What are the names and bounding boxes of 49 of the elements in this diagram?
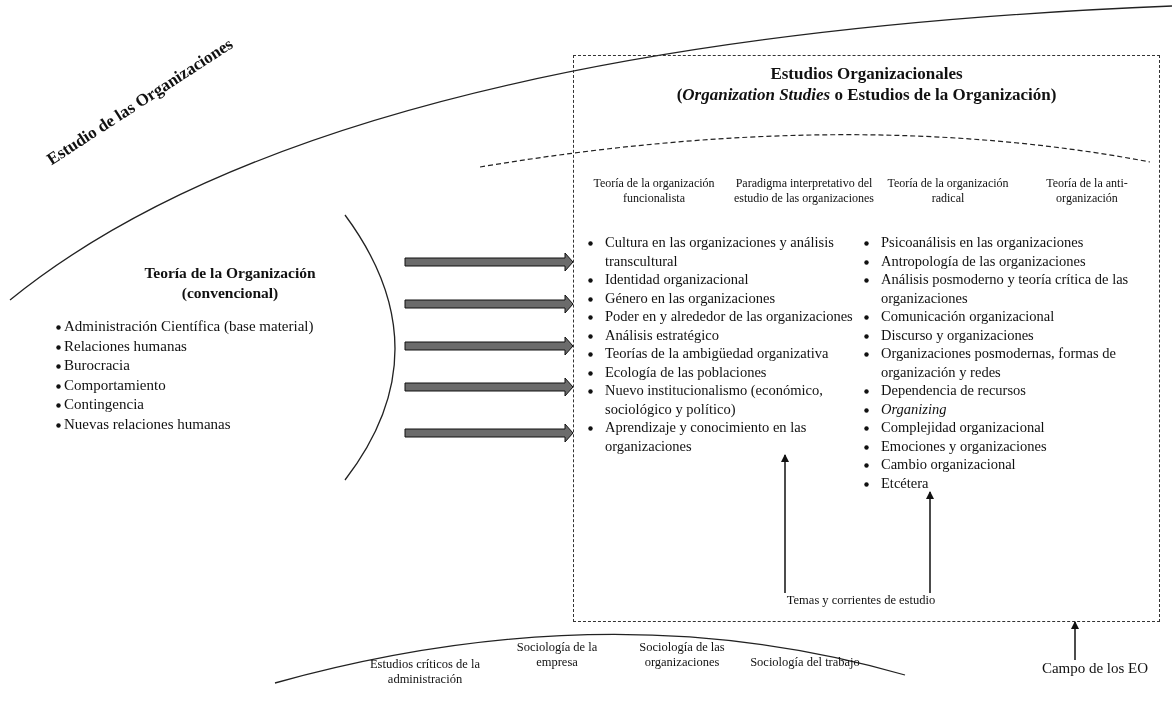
bullet-item: Dependencia de recursos bbox=[881, 382, 1026, 398]
field-label: Sociología del trabajo bbox=[750, 655, 860, 670]
bullet-item: Identidad organizacional bbox=[605, 271, 749, 287]
bullet-item: Etcétera bbox=[881, 474, 929, 491]
bullet-item: Antropología de las organizaciones bbox=[881, 252, 1086, 269]
bullet-item: Cambio organizacional bbox=[881, 456, 1016, 472]
bullet-item: Cultura en las organizaciones y análisis transcultural bbox=[605, 234, 834, 269]
column-heading: Teoría de la anti-organización bbox=[1017, 176, 1157, 208]
bullet-item: Análisis posmoderno y teoría crítica de las organizaciones bbox=[881, 271, 1129, 306]
arrow bbox=[781, 454, 789, 594]
bullet-item: Poder en y alrededor de las organizaciones bbox=[605, 308, 853, 324]
bullet-item: Burocracia bbox=[64, 357, 130, 373]
bullet-item: Comunicación organizacional bbox=[881, 308, 1055, 324]
bullet-item: Organizing bbox=[881, 400, 947, 417]
bullet-item: Nuevo institucionalismo (económico, sociológico y político) bbox=[605, 382, 823, 417]
block-arrow bbox=[404, 377, 574, 397]
arrow bbox=[926, 491, 934, 594]
frame-heading: (Organization Studies o Estudios de la Organización) bbox=[675, 85, 1058, 105]
dashed-frame bbox=[573, 55, 1160, 622]
bullet-item: Contingencia bbox=[64, 396, 144, 412]
field-label: Sociología de la empresa bbox=[515, 640, 599, 670]
block-arrow bbox=[404, 294, 574, 314]
bullet-item: Emociones y organizaciones bbox=[881, 437, 1047, 454]
arrow bbox=[1071, 621, 1079, 661]
note-text: Campo de los EO bbox=[1030, 660, 1160, 682]
frame-heading: Estudios Organizacionales bbox=[769, 64, 964, 84]
group-heading: Teoría de la Organización (convencional) bbox=[143, 263, 317, 303]
bullet-item: Comportamiento bbox=[64, 376, 166, 393]
bullet-item: Aprendizaje y conocimiento en las organizaciones bbox=[605, 419, 807, 454]
bullet-item: Género en las organizaciones bbox=[605, 289, 776, 306]
field-label: Estudios críticos de la administración bbox=[368, 657, 481, 687]
bullet-item: Administración Científica (base material) bbox=[64, 318, 314, 334]
bullet-item: Ecología de las poblaciones bbox=[605, 363, 767, 380]
column-heading: Teoría de la organización radical bbox=[879, 176, 1017, 208]
bullet-item: Teorías de la ambigüedad organizativa bbox=[605, 345, 829, 361]
column-heading: Paradigma interpretativo del estudio de las organizaciones bbox=[729, 176, 879, 208]
field-label: Sociología de las organizaciones bbox=[638, 640, 726, 670]
bullet-item: Relaciones humanas bbox=[64, 337, 187, 354]
bullet-item: Análisis estratégico bbox=[605, 326, 719, 343]
bullet-item: Complejidad organizacional bbox=[881, 419, 1045, 435]
block-arrow bbox=[404, 336, 574, 356]
column-heading: Teoría de la organización funcionalista bbox=[579, 176, 729, 208]
block-arrow bbox=[404, 252, 574, 272]
bullet-item: Psicoanálisis en las organizaciones bbox=[881, 234, 1084, 250]
bullet-item: Organizaciones posmodernas, formas de organización y redes bbox=[881, 345, 1116, 380]
bullet-item: Discurso y organizaciones bbox=[881, 326, 1034, 343]
bullet-item: Nuevas relaciones humanas bbox=[64, 415, 231, 432]
block-arrow bbox=[404, 423, 574, 443]
note-text: Temas y corrientes de estudio bbox=[766, 593, 956, 610]
